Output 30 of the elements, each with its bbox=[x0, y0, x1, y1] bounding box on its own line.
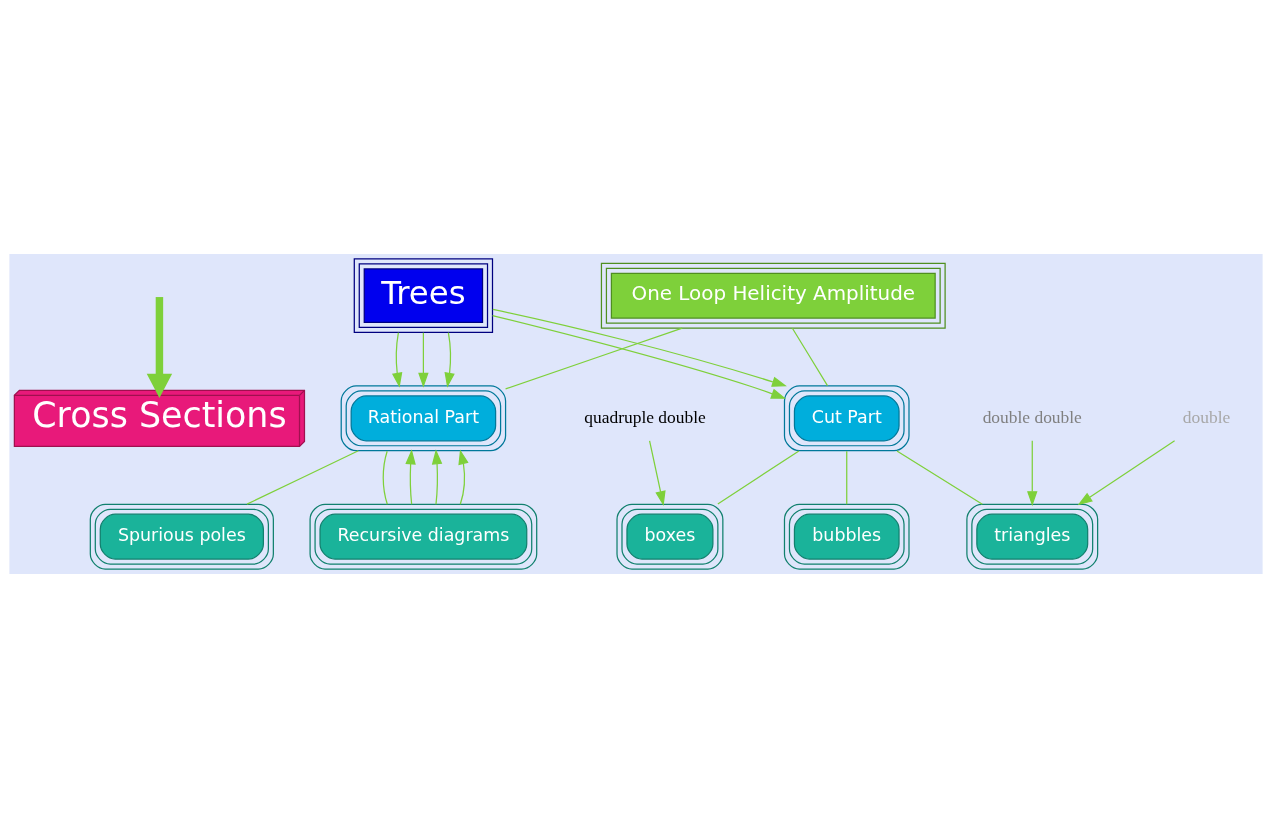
arrow bbox=[1077, 440, 1176, 506]
arrow bbox=[444, 332, 455, 388]
node-box: Trees bbox=[353, 258, 494, 334]
arrow bbox=[648, 440, 666, 507]
node-box: Rational Part bbox=[340, 385, 507, 452]
connector bbox=[896, 450, 983, 505]
arrow bbox=[1027, 440, 1038, 507]
connector bbox=[246, 450, 359, 505]
node-text: double bbox=[1182, 406, 1231, 427]
connector bbox=[504, 327, 683, 390]
connector bbox=[791, 327, 829, 387]
connector bbox=[382, 450, 388, 505]
arrow bbox=[405, 449, 416, 505]
arrow bbox=[431, 449, 443, 505]
node-text: double double bbox=[982, 406, 1082, 427]
arrow bbox=[492, 308, 787, 387]
connector bbox=[846, 450, 848, 505]
arrow bbox=[458, 449, 469, 505]
node-box: boxes bbox=[616, 503, 724, 570]
node-box: triangles bbox=[966, 503, 1099, 570]
arrow bbox=[491, 314, 786, 399]
arrow bbox=[391, 332, 403, 388]
node-box: One Loop Helicity Amplitude bbox=[600, 262, 946, 329]
connector bbox=[717, 450, 800, 505]
node-box: Recursive diagrams bbox=[309, 503, 538, 570]
node-box: Cut Part bbox=[783, 385, 910, 452]
arrow bbox=[418, 332, 429, 388]
node-text: quadruple double bbox=[584, 406, 706, 427]
node-box: bubbles bbox=[783, 503, 910, 570]
node-box: Spurious poles bbox=[89, 503, 274, 570]
